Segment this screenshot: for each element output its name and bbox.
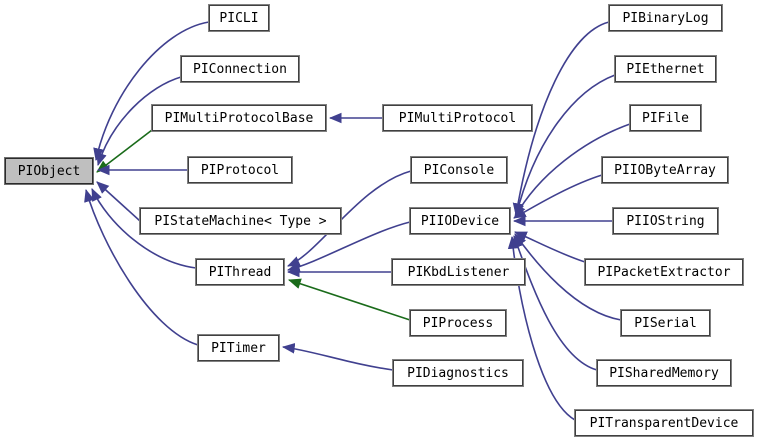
class-node-PIConsole[interactable]: PIConsole xyxy=(410,156,508,184)
class-node-PISerial[interactable]: PISerial xyxy=(620,309,711,337)
class-node-PIBinaryLog[interactable]: PIBinaryLog xyxy=(608,4,723,32)
class-node-PIMultiProtocol[interactable]: PIMultiProtocol xyxy=(382,104,533,132)
class-node-PIConnection[interactable]: PIConnection xyxy=(180,55,300,83)
edge-PICLI-to-PIObject xyxy=(93,21,210,162)
class-node-PITimer[interactable]: PITimer xyxy=(197,334,280,362)
class-node-PIPacketExtractor[interactable]: PIPacketExtractor xyxy=(584,258,744,286)
edge-PIPacketExtractor-to-PIIODevice xyxy=(514,231,586,263)
edge-PIStateMachine-to-PIObject xyxy=(96,181,141,222)
edge-PISharedMemory-to-PIIODevice xyxy=(512,234,598,371)
class-node-PIIODevice[interactable]: PIIODevice xyxy=(409,207,511,235)
edge-PIMultiProtocolBase-to-PIObject xyxy=(96,129,153,173)
class-node-PIObject[interactable]: PIObject xyxy=(4,157,94,185)
class-node-PIProcess[interactable]: PIProcess xyxy=(409,309,507,337)
class-node-PITransparentDevice[interactable]: PITransparentDevice xyxy=(574,409,754,437)
class-node-PIMultiProtocolBase[interactable]: PIMultiProtocolBase xyxy=(151,104,327,132)
edge-PIProcess-to-PIThread xyxy=(287,278,411,321)
class-node-PIFile[interactable]: PIFile xyxy=(629,104,702,132)
edge-PIEthernet-to-PIIODevice xyxy=(513,74,616,218)
class-node-PICLI[interactable]: PICLI xyxy=(208,4,270,32)
class-node-PIIOString[interactable]: PIIOString xyxy=(612,207,719,235)
class-node-PIThread[interactable]: PIThread xyxy=(195,258,285,286)
class-node-PISharedMemory[interactable]: PISharedMemory xyxy=(596,359,732,387)
class-node-PIKbdListener[interactable]: PIKbdListener xyxy=(391,258,526,286)
class-node-PIProtocol[interactable]: PIProtocol xyxy=(187,156,293,184)
edge-PIDiagnostics-to-PITimer xyxy=(281,342,394,371)
edge-PIIOByteArray-to-PIIODevice xyxy=(513,174,603,219)
class-node-PIIOByteArray[interactable]: PIIOByteArray xyxy=(601,156,729,184)
class-node-PIDiagnostics[interactable]: PIDiagnostics xyxy=(392,359,524,387)
class-node-PIEthernet[interactable]: PIEthernet xyxy=(614,55,717,83)
class-node-PIStateMachine[interactable]: PIStateMachine< Type > xyxy=(139,207,342,235)
